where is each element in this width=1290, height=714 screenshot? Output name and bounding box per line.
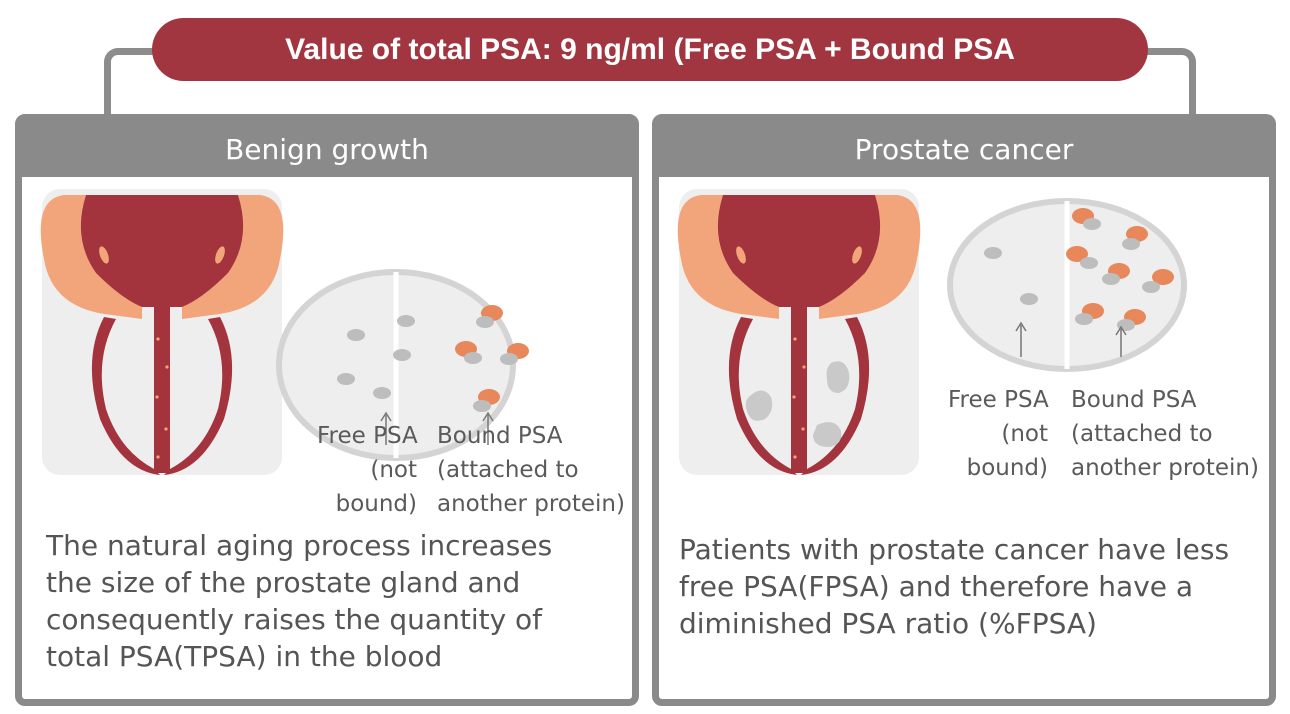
bound-psa-label: Bound PSA (attached to another protein) <box>1071 387 1259 481</box>
free-psa-label: Free PSA (not bound) <box>317 423 418 517</box>
prostate-illustration <box>40 189 284 475</box>
prostate-cancer-panel: Prostate cancer <box>652 114 1276 706</box>
cancer-description: Patients with prostate cancer have less … <box>679 533 1230 640</box>
tumor-icon <box>813 422 842 447</box>
psa-dish <box>947 198 1187 372</box>
panel-title: Benign growth <box>225 132 429 166</box>
free-psa-label: Free PSA (not bound) <box>948 387 1049 481</box>
panel-title: Prostate cancer <box>854 132 1074 166</box>
title-banner: Value of total PSA: 9 ng/ml (Free PSA + … <box>152 18 1148 81</box>
prostate-illustration <box>677 189 921 475</box>
benign-growth-panel: Benign growth <box>15 114 639 706</box>
benign-description: The natural aging process increases the … <box>46 529 553 673</box>
psa-dish <box>276 269 529 461</box>
title-text: Value of total PSA: 9 ng/ml (Free PSA + … <box>285 32 1015 66</box>
tumor-icon <box>826 361 850 393</box>
panel-header: Benign growth <box>22 121 632 177</box>
bound-psa-label: Bound PSA (attached to another protein) <box>437 423 625 517</box>
cancer-illustration <box>677 189 1187 475</box>
benign-illustration <box>40 189 529 475</box>
tumor-icon <box>745 390 773 421</box>
panel-header: Prostate cancer <box>659 121 1269 177</box>
